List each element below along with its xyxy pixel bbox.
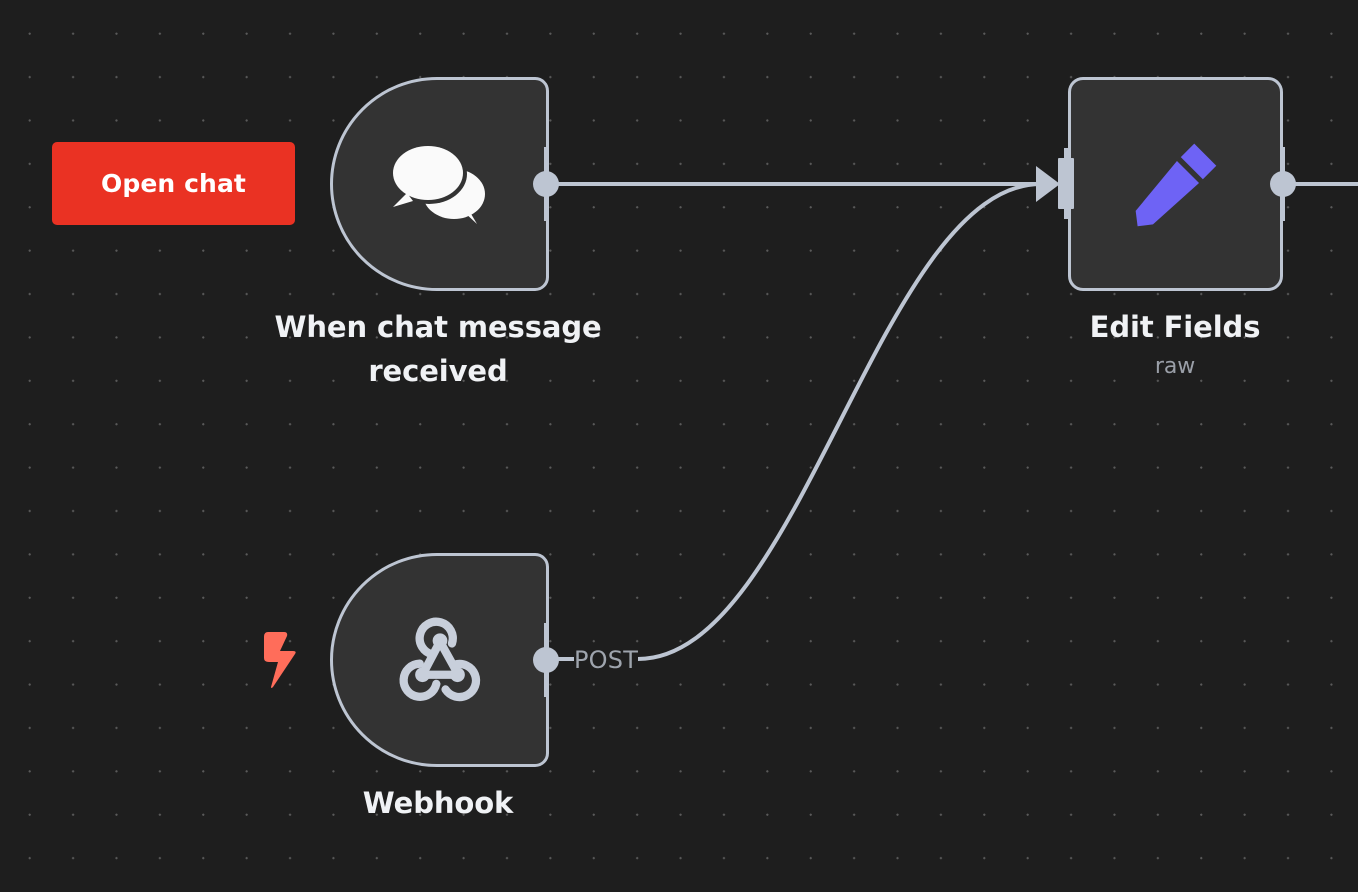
output-port-edit-fields[interactable] [1270, 171, 1296, 197]
lightning-bolt-icon [262, 630, 302, 690]
output-port-chat-trigger[interactable] [533, 171, 559, 197]
output-port-label-post: POST [574, 646, 639, 674]
open-chat-button[interactable]: Open chat [52, 142, 295, 225]
connector-webhook-to-edit[interactable] [637, 182, 1042, 661]
node-label-edit-fields: Edit Fields raw [1028, 305, 1322, 382]
input-port-edit-fields[interactable] [1058, 158, 1074, 209]
node-edit-fields[interactable] [1068, 77, 1283, 291]
output-port-webhook[interactable] [533, 647, 559, 673]
node-webhook[interactable] [330, 553, 549, 767]
node-sublabel-edit-fields: raw [1154, 354, 1196, 380]
node-label-edit-fields-title: Edit Fields [1089, 310, 1261, 344]
pencil-icon [1135, 143, 1216, 227]
webhook-icon [399, 617, 480, 702]
node-label-when-chat-message-received: When chat message received [274, 310, 602, 389]
connector-arrowhead-icon [1036, 166, 1060, 202]
node-label-webhook: Webhook [362, 786, 514, 820]
chat-bubbles-icon [390, 144, 485, 224]
node-when-chat-message-received[interactable] [330, 77, 549, 291]
output-port-tick [556, 657, 574, 661]
